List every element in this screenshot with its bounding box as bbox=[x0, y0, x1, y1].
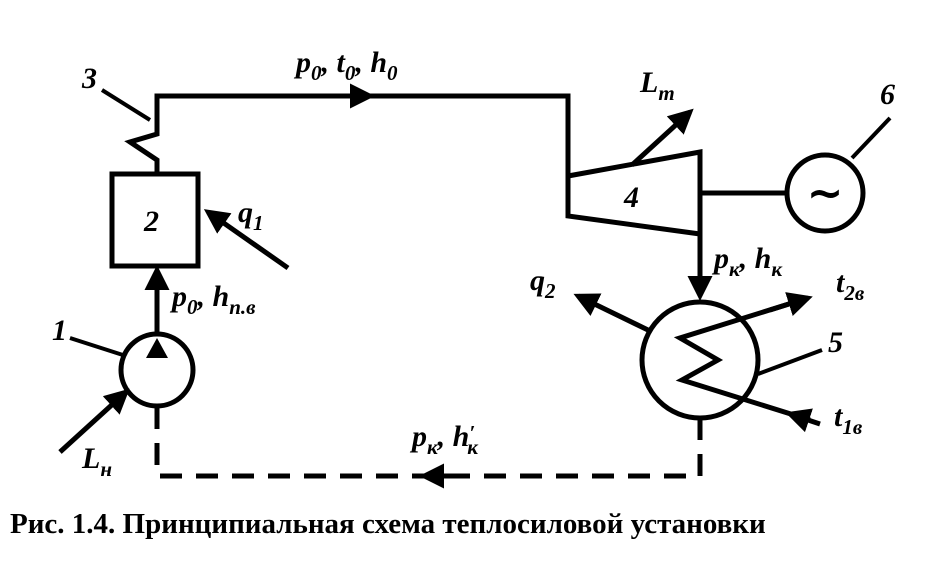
label-4: 4 bbox=[623, 181, 639, 214]
feedwater-label: p0, hп.в bbox=[169, 280, 256, 319]
coolant-in-arrow bbox=[785, 408, 821, 433]
pump-work-label: Lн bbox=[81, 442, 112, 481]
leader-1 bbox=[69, 336, 127, 358]
label-6: 6 bbox=[880, 78, 895, 111]
coolant-out-label: t2в bbox=[836, 266, 865, 305]
heat-out-label: q2 bbox=[530, 264, 556, 303]
figure-caption: Рис. 1.4. Принципиальная схема теплосило… bbox=[10, 508, 766, 540]
label-5: 5 bbox=[828, 326, 843, 359]
pump-work-arrow bbox=[58, 388, 130, 454]
main-steam-line bbox=[124, 93, 571, 176]
coolant-out-arrow bbox=[769, 292, 813, 316]
leader-5 bbox=[757, 348, 823, 376]
heat-in-arrow bbox=[203, 209, 290, 271]
pump bbox=[118, 331, 196, 409]
exhaust-label: pк, hк bbox=[711, 242, 783, 281]
leader-3 bbox=[100, 88, 152, 122]
label-3: 3 bbox=[81, 62, 97, 95]
heat-out-arrow bbox=[573, 293, 650, 333]
steam-params-label: p0, t0, h0 bbox=[293, 46, 398, 85]
turbine-work-label: Lт bbox=[639, 66, 675, 105]
generator bbox=[784, 152, 866, 234]
condenser-coil bbox=[673, 295, 811, 423]
heat-in-label: q1 bbox=[238, 196, 264, 235]
pump-triangle bbox=[146, 338, 168, 358]
generator-symbol: ~ bbox=[807, 168, 844, 219]
turbine-work-arrow bbox=[630, 108, 694, 167]
label-2: 2 bbox=[143, 205, 159, 238]
leader-6 bbox=[850, 116, 892, 160]
label-1: 1 bbox=[52, 314, 67, 347]
coolant-in-label: t1в bbox=[834, 400, 863, 439]
condensate-label: pк, h′к bbox=[409, 420, 479, 459]
